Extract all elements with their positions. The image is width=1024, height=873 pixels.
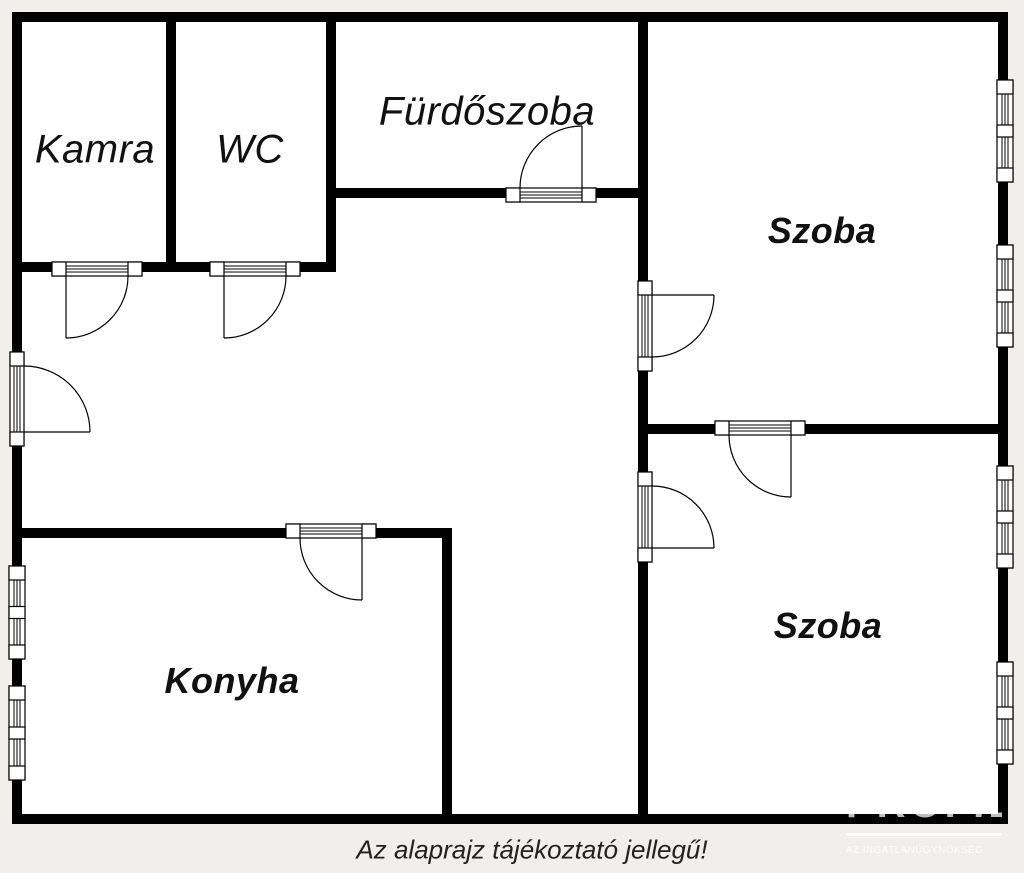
- door-wc: [209, 261, 301, 339]
- window-kitchen-2: [8, 685, 26, 781]
- door-kamra: [51, 261, 143, 339]
- watermark-divider: [846, 833, 1002, 836]
- door-szoba-lower: [637, 471, 715, 563]
- room-label-kitchen: Konyha: [164, 660, 300, 701]
- room-label-kamra: Kamra: [34, 127, 156, 172]
- watermark-tagline: AZ INGATLANÜGYNÖKSÉG: [846, 845, 984, 856]
- door-szoba-between: [714, 420, 806, 498]
- window-szoba-upper-2: [996, 244, 1014, 348]
- room-label-wc: WC: [216, 127, 284, 172]
- watermark-logo: PROFIL: [846, 788, 1002, 820]
- door-entrance: [9, 351, 91, 447]
- room-label-bathroom: Fürdőszoba: [378, 89, 596, 134]
- door-bathroom: [505, 125, 597, 203]
- door-szoba-upper: [637, 280, 715, 372]
- window-kitchen-1: [8, 565, 26, 660]
- floor-area: [17, 17, 1003, 819]
- room-label-szoba-upper: Szoba: [767, 210, 877, 251]
- window-szoba-lower-1: [996, 465, 1014, 569]
- window-szoba-lower-2: [996, 661, 1014, 765]
- door-kitchen: [285, 523, 377, 601]
- room-label-szoba-lower: Szoba: [773, 605, 883, 646]
- window-szoba-upper-1: [996, 79, 1014, 183]
- disclaimer-caption: Az alaprajz tájékoztató jellegű!: [356, 834, 708, 865]
